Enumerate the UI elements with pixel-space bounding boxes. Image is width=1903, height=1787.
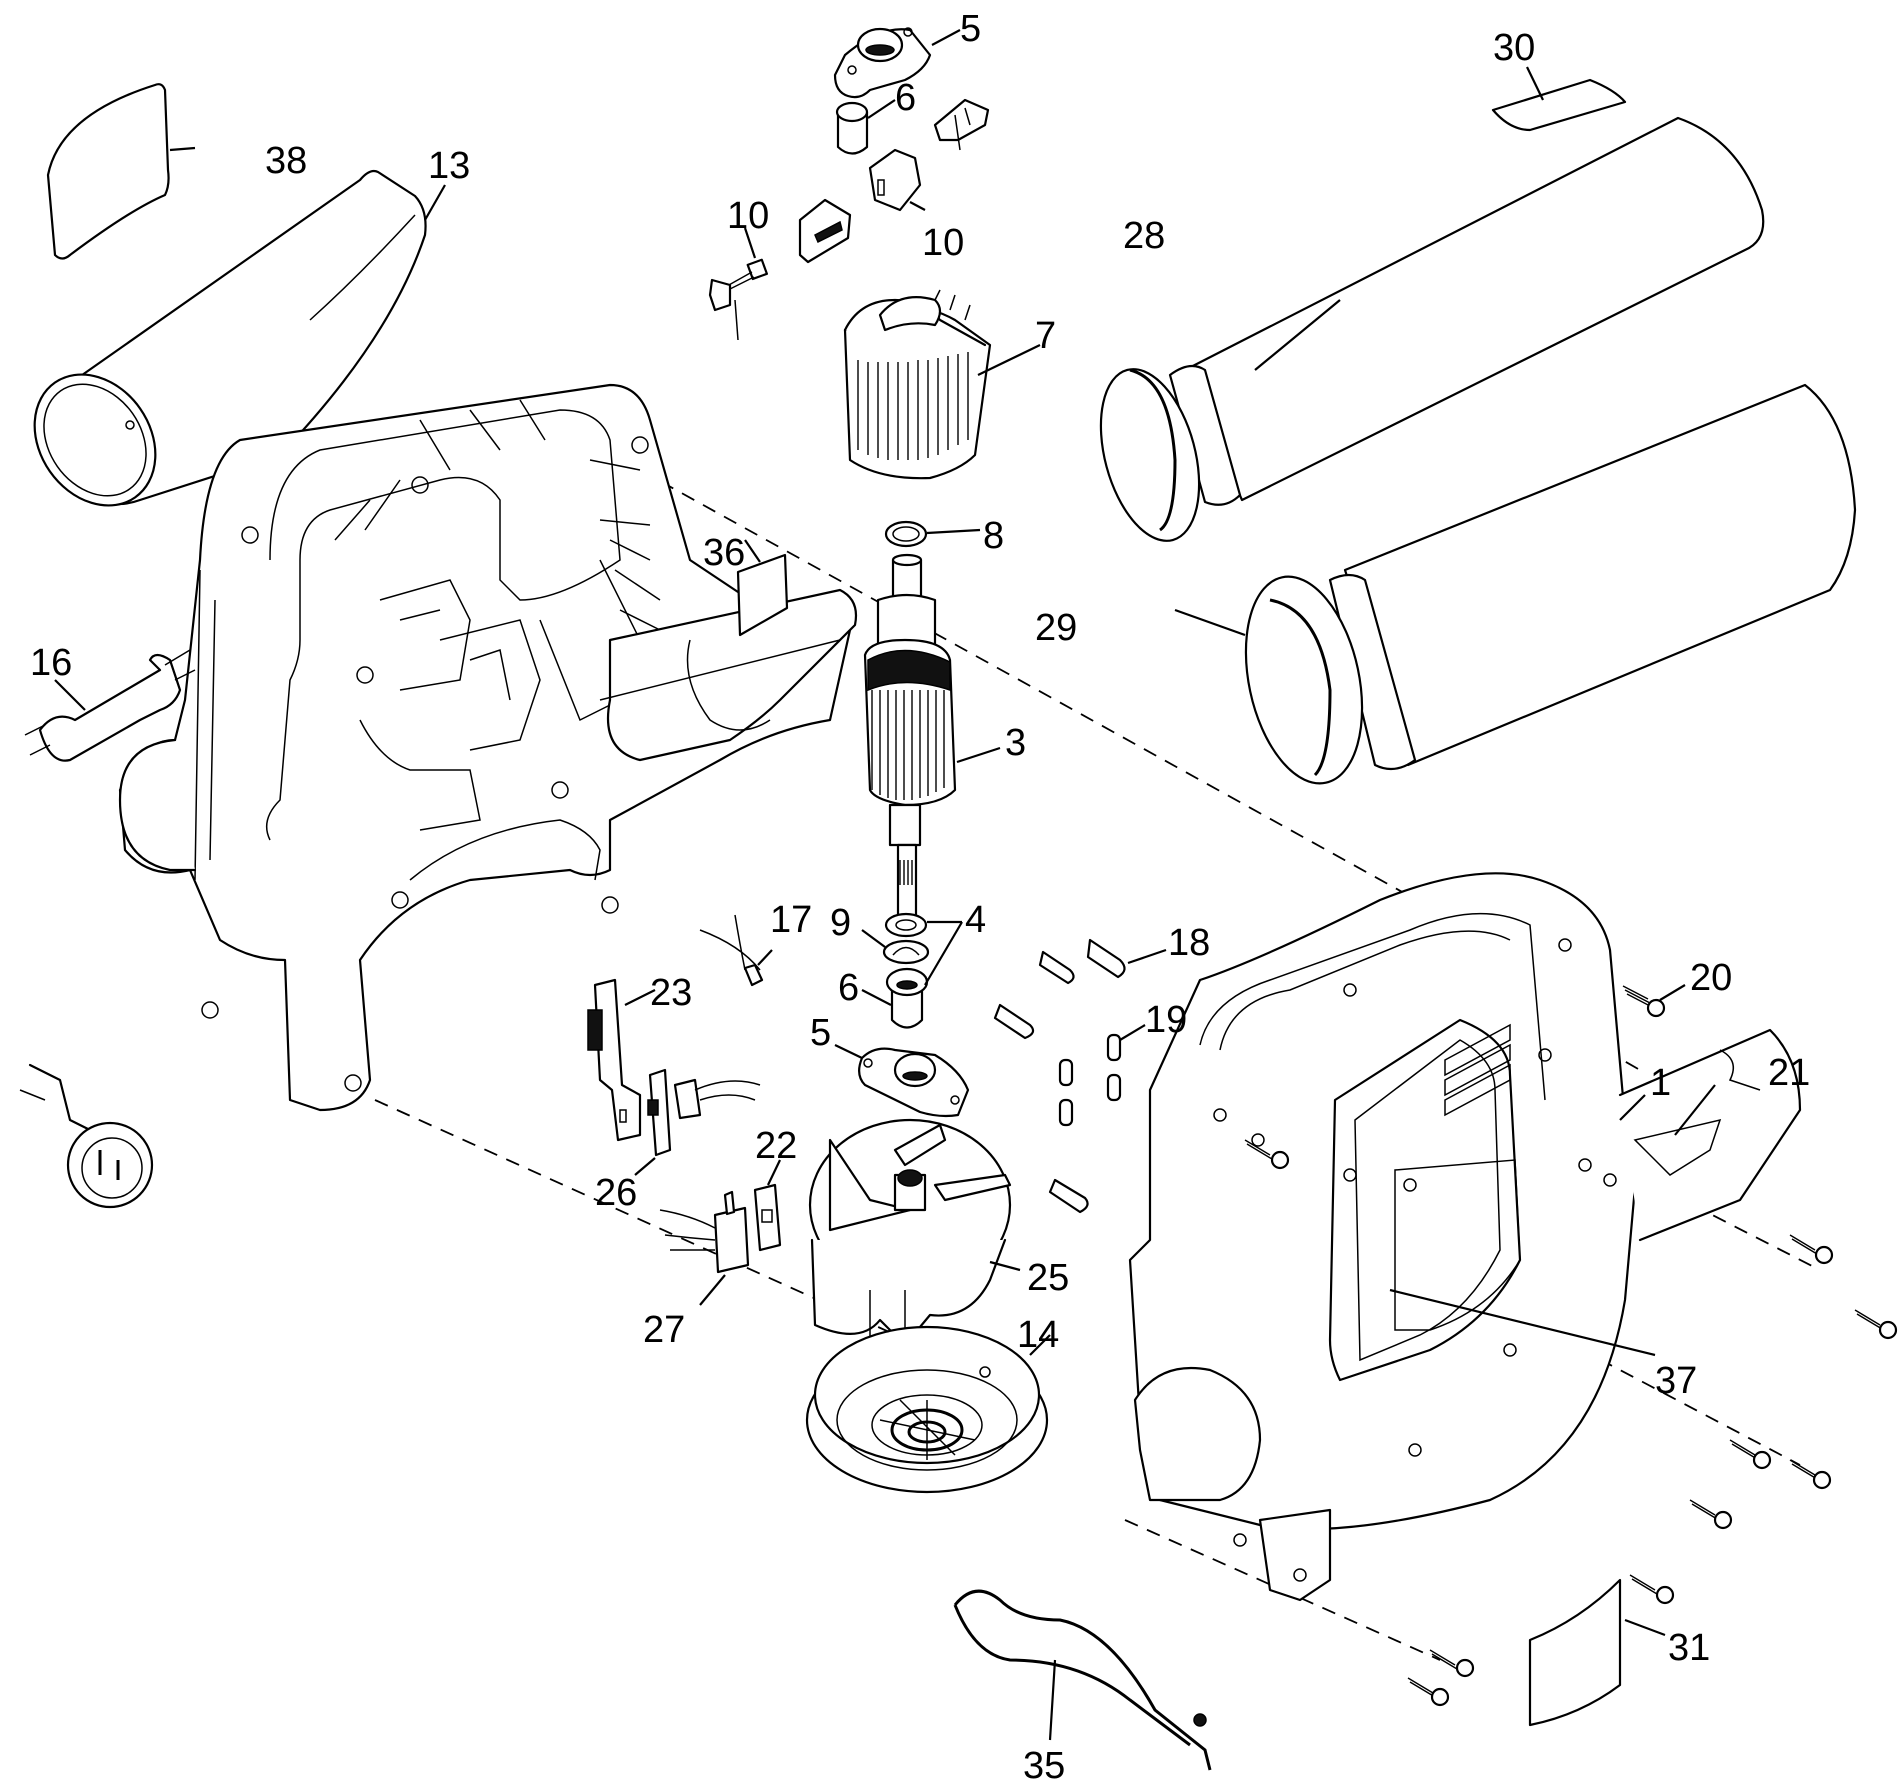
screw-right-5	[1689, 1499, 1733, 1530]
part-31-label[interactable]	[1528, 1578, 1666, 1727]
part-29-vacuum-tube-lower[interactable]	[1174, 383, 1857, 794]
callout-10-left: 10	[727, 195, 769, 237]
part-26-switch-bracket[interactable]	[634, 1068, 761, 1176]
plug-assembly[interactable]	[19, 1063, 154, 1209]
callout-31: 31	[1668, 1627, 1710, 1669]
part-6-bearing-top[interactable]	[835, 99, 896, 155]
brush-spring-right[interactable]	[933, 98, 990, 151]
part-25-fan[interactable]	[808, 1118, 1021, 1347]
screw-right-3	[1729, 1439, 1772, 1470]
callout-1: 1	[1650, 1062, 1671, 1104]
part-37-nameplate[interactable]	[1389, 1288, 1656, 1357]
callout-21: 21	[1768, 1052, 1810, 1094]
callout-23: 23	[650, 972, 692, 1014]
part-10-brush-holder-right[interactable]	[868, 148, 926, 212]
callout-36: 36	[703, 532, 745, 574]
callout-35: 35	[1023, 1745, 1065, 1787]
part-8-washer[interactable]	[884, 520, 981, 548]
part-23-speed-control[interactable]	[587, 978, 656, 1142]
callout-26: 26	[595, 1172, 637, 1214]
callout-6-top: 6	[895, 77, 916, 119]
part-21-switch-cover[interactable]	[1674, 1084, 1716, 1136]
callout-28: 28	[1123, 215, 1165, 257]
part-16-cord-protector[interactable]	[24, 649, 196, 762]
screw-bottom-1	[1429, 1649, 1475, 1678]
callout-5-top: 5	[960, 8, 981, 50]
callout-6-bottom: 6	[838, 967, 859, 1009]
callout-25: 25	[1027, 1257, 1069, 1299]
screw-right-6	[1629, 1574, 1675, 1605]
part-27-switch[interactable]	[659, 1190, 750, 1306]
callout-30: 30	[1493, 27, 1535, 69]
callout-18: 18	[1168, 922, 1210, 964]
callout-22: 22	[755, 1125, 797, 1167]
part-36-label[interactable]	[736, 539, 789, 637]
screw-right-1	[1789, 1234, 1834, 1265]
housing-left[interactable]	[118, 383, 858, 1112]
callout-38: 38	[265, 140, 307, 182]
callout-19: 19	[1145, 999, 1187, 1041]
screw-20	[1622, 984, 1686, 1018]
screws[interactable]	[1244, 984, 1898, 1707]
part-35-strap[interactable]	[953, 1589, 1212, 1771]
screw-bottom-2	[1407, 1677, 1450, 1707]
part-38-label[interactable]	[46, 83, 196, 260]
callout-10-right: 10	[922, 222, 964, 264]
callout-17: 17	[770, 899, 812, 941]
part-17-wire-connector[interactable]	[699, 914, 773, 987]
part-1-housing-right[interactable]	[1128, 872, 1802, 1602]
part-28-vacuum-tube-upper[interactable]	[1084, 116, 1765, 552]
callout-14: 14	[1017, 1314, 1059, 1356]
screw-right-2	[1854, 1309, 1898, 1340]
callout-3: 3	[1005, 722, 1026, 764]
part-30-label[interactable]	[1491, 66, 1627, 132]
callout-20: 20	[1690, 957, 1732, 999]
part-19-pins[interactable]	[1058, 1024, 1146, 1127]
part-18-pins[interactable]	[993, 938, 1167, 1214]
part-5-bearing-retainer-top[interactable]	[833, 27, 961, 99]
callout-5-bottom: 5	[810, 1012, 831, 1054]
part-9-spacer[interactable]	[861, 929, 930, 965]
callout-13: 13	[428, 145, 470, 187]
callout-7: 7	[1035, 315, 1056, 357]
part-7-field[interactable]	[843, 289, 1041, 480]
part-22-switch-actuator[interactable]	[753, 1159, 782, 1252]
part-6-bearing-bottom[interactable]	[861, 921, 963, 1029]
callout-labels: 38 13 5 6 10 10 30 28 7 8 36 29 16 3 4 9…	[30, 8, 1810, 1787]
part-3-armature[interactable]	[863, 553, 1001, 922]
callout-16: 16	[30, 642, 72, 684]
callout-9: 9	[830, 902, 851, 944]
screw-housing-left	[1244, 1139, 1290, 1170]
part-10-brush-holder-center[interactable]	[798, 198, 852, 264]
part-10-brush-left[interactable]	[708, 227, 769, 341]
callout-8: 8	[983, 515, 1004, 557]
part-4-washer-upper[interactable]	[884, 912, 962, 938]
screw-right-4	[1789, 1459, 1832, 1490]
part-14-fan-cover[interactable]	[805, 1325, 1051, 1494]
callout-37: 37	[1655, 1360, 1697, 1402]
callout-27: 27	[643, 1309, 685, 1351]
callout-4: 4	[965, 899, 986, 941]
part-13-blower-tube[interactable]	[10, 169, 446, 529]
part-5-bearing-retainer-bottom[interactable]	[834, 1044, 970, 1118]
callout-29: 29	[1035, 607, 1077, 649]
